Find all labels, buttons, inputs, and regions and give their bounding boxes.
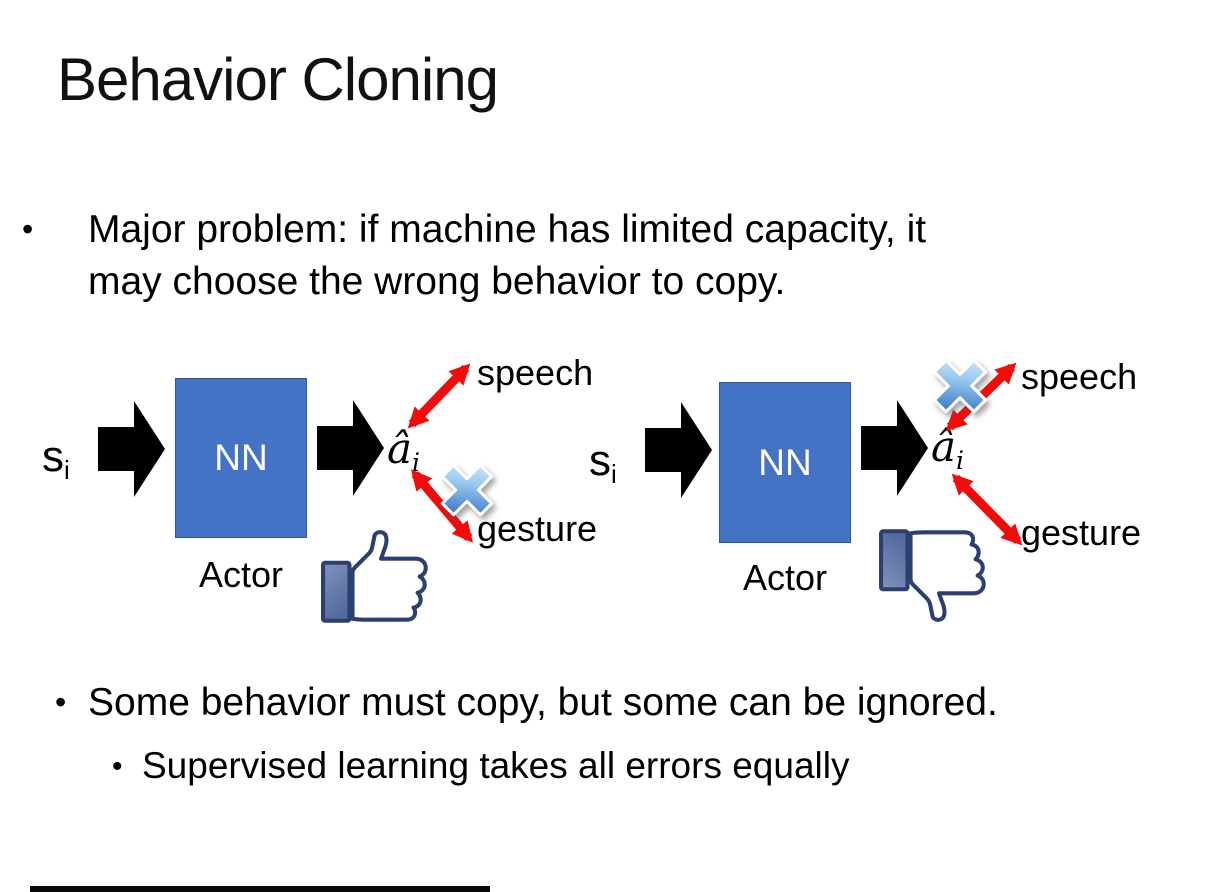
left-output-arrow-icon [317,400,384,496]
left-input-state-label: si [42,432,70,486]
right-speech-label: speech [1021,356,1138,397]
thumbs-up-icon [321,528,440,623]
right-gesture-arrow-icon [951,473,1023,546]
left-output-subscript: i [412,448,421,477]
right-nn-box: NN [719,382,851,543]
bullet-some-behavior-text: Some behavior must copy, but some can be… [88,681,998,724]
bullet-supervised-learning: • Supervised learning takes all errors eq… [112,740,1162,793]
right-input-base: s [589,436,611,485]
slide-title: Behavior Cloning [57,46,499,113]
right-input-state-label: si [589,436,617,490]
right-actor-label: Actor [742,557,828,598]
left-cross-x-icon [427,450,507,530]
bullet-marker: • [22,211,34,247]
left-gesture-arrow-icon [410,469,474,543]
left-actor-label: Actor [198,554,284,595]
left-input-base: s [42,432,64,481]
bullet-major-problem: • Major problem: if machine has limited c… [22,203,1175,308]
left-output-base: â [387,424,413,473]
left-input-subscript: i [64,455,70,485]
bullet-major-problem-line1: Major problem: if machine has limited ca… [88,208,927,251]
bullet-major-problem-line2: may choose the wrong behavior to copy. [88,260,786,303]
left-gesture-label: gesture [477,508,598,549]
right-output-arrow-icon [861,400,928,496]
left-input-arrow-icon [98,401,165,497]
bullet-some-behavior: • Some behavior must copy, but some can b… [55,676,1195,729]
right-input-subscript: i [611,459,617,489]
bottom-cropped-black-strip [30,886,490,892]
left-nn-label: NN [214,437,268,478]
bullet-supervised-learning-text: Supervised learning takes all errors equ… [142,745,850,786]
left-nn-box: NN [175,378,307,538]
bullet-marker: • [55,684,67,720]
right-nn-label: NN [758,441,812,483]
right-output-subscript: i [956,446,965,475]
right-gesture-label: gesture [1021,512,1142,553]
left-output-action-label: âi [387,424,420,477]
right-cross-x-icon [918,344,1002,428]
bullet-marker: • [112,750,123,783]
left-speech-label: speech [477,352,594,393]
left-speech-arrow-icon [407,363,471,429]
right-input-arrow-icon [645,402,712,498]
thumbs-down-icon [879,529,998,625]
